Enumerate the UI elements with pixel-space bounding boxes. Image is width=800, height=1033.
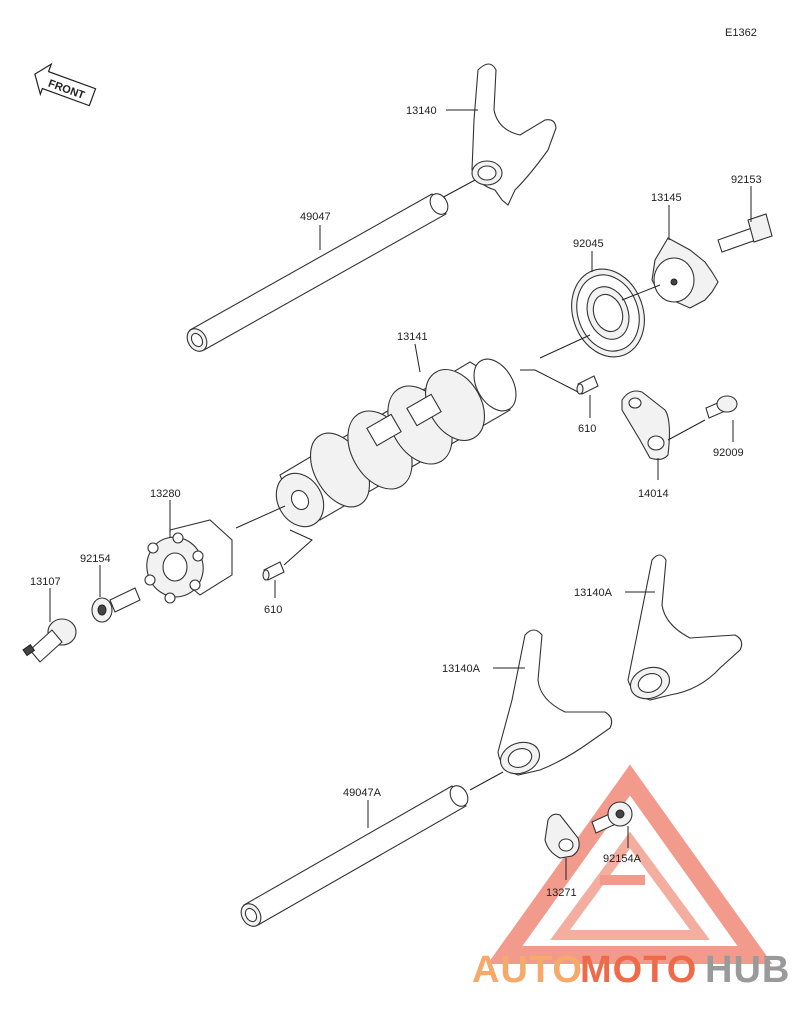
label-holder: 13271	[546, 887, 577, 899]
label-bolt-top: 92153	[731, 174, 762, 186]
cam-plate	[651, 237, 719, 309]
stopper-plate	[621, 390, 671, 461]
shift-fork-middle	[497, 629, 613, 776]
label-drum-end: 13107	[30, 576, 61, 588]
label-fork-top: 13140	[406, 105, 437, 117]
label-drum-pins: 13280	[150, 488, 181, 500]
bolt-small	[705, 395, 738, 419]
drum-pins	[144, 519, 233, 604]
watermark-part3: HUB	[705, 949, 790, 991]
label-fork-right: 13140A	[574, 587, 613, 599]
label-shaft-bottom: 49047A	[343, 787, 382, 799]
watermark-logo	[487, 764, 773, 964]
label-stopper-plate: 14014	[638, 488, 669, 500]
label-bolt-small: 92009	[713, 447, 744, 459]
label-shift-drum: 13141	[397, 331, 428, 343]
drum-end	[22, 618, 77, 663]
front-arrow-icon: FRONT	[34, 62, 97, 107]
label-fork-middle: 13140A	[442, 663, 481, 675]
shift-fork-top	[471, 63, 557, 206]
diagram-code: E1362	[725, 27, 757, 39]
watermark-text: AUTO MOTO HUB	[472, 949, 790, 991]
label-bearing: 92045	[573, 238, 604, 250]
watermark-part2: MOTO	[580, 949, 697, 991]
label-pin-bottom: 610	[264, 604, 282, 616]
bolt-bottom	[591, 801, 633, 834]
bolt-top	[717, 213, 773, 253]
shift-drum	[275, 358, 517, 528]
label-pin-right: 610	[578, 423, 596, 435]
label-bolt-bottom: 92154A	[603, 853, 642, 865]
pin-right	[576, 375, 599, 395]
shaft-top	[186, 193, 449, 352]
bolt-left	[91, 587, 141, 623]
label-cam-plate: 13145	[651, 192, 682, 204]
label-shaft-top: 49047	[300, 211, 331, 223]
watermark-part1: AUTO	[472, 949, 583, 991]
bearing	[571, 268, 645, 358]
holder	[544, 813, 580, 859]
shaft-bottom	[240, 785, 469, 927]
label-bolt-left: 92154	[80, 553, 111, 565]
shift-fork-right	[627, 554, 743, 701]
pin-bottom	[262, 561, 285, 581]
